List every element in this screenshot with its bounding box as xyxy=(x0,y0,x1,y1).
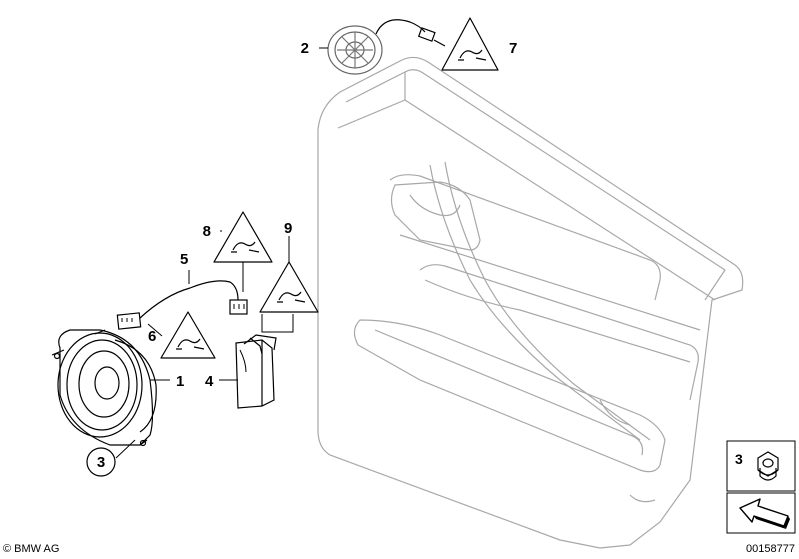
arrow-inset xyxy=(726,492,796,534)
part-9-label: 9 xyxy=(284,220,292,237)
part-1-label: 1 xyxy=(176,373,184,390)
triangle-9 xyxy=(259,261,319,313)
part-3-label: 3 xyxy=(97,454,105,471)
part-6-label: 6 xyxy=(148,328,156,345)
copyright-text: © BMW AG xyxy=(3,543,59,555)
cable-harness xyxy=(116,280,248,330)
diagram-id-text: 00158777 xyxy=(746,543,795,555)
inset-number: 3 xyxy=(735,451,743,467)
part-2-label: 2 xyxy=(301,40,309,57)
triangle-6 xyxy=(160,311,216,359)
part-4-label: 4 xyxy=(205,373,214,390)
triangle-8 xyxy=(213,211,273,263)
amplifier-module xyxy=(235,334,277,409)
part-7-label: 7 xyxy=(509,40,517,57)
part-5-label: 5 xyxy=(180,251,188,268)
part-8-label: 8 xyxy=(203,223,211,240)
tweeter-speaker xyxy=(327,19,446,75)
door-trim-panel xyxy=(317,56,744,549)
part-3-callout: 3 xyxy=(86,447,116,477)
nut-inset: 3 xyxy=(726,440,796,492)
triangle-7 xyxy=(441,17,499,71)
woofer-speaker xyxy=(51,329,157,447)
leader-lines xyxy=(115,47,328,459)
